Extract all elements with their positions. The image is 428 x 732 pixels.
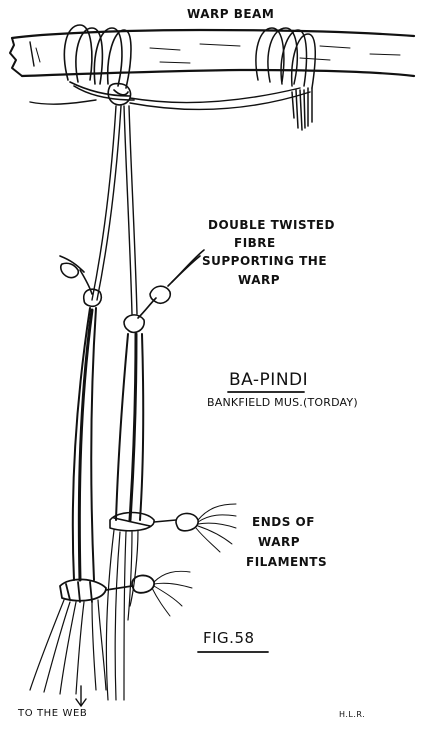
museum-label: BANKFIELD MUS.(TORDAY) [207, 397, 358, 410]
left-beam-lashing [64, 25, 134, 100]
left-long-loop [73, 308, 96, 580]
double-twisted-cords [92, 106, 137, 314]
warp-beam-label: WARP BEAM [187, 7, 274, 21]
drooping-cords [30, 88, 310, 109]
tribe-label: BA-PINDI [229, 370, 308, 390]
double-twisted-line-3: SUPPORTING THE [202, 254, 327, 268]
right-beam-lashing [256, 28, 315, 130]
right-filament-ends [196, 504, 236, 552]
ends-line-3: FILAMENTS [246, 555, 327, 569]
double-twisted-line-1: DOUBLE TWISTED [208, 218, 335, 232]
right-long-loop [116, 334, 143, 520]
warp-beam [10, 30, 414, 76]
left-lower-knot [60, 575, 154, 602]
left-web-strands [30, 600, 106, 694]
left-filament-ends [152, 571, 192, 616]
double-twisted-line-4: WARP [238, 273, 280, 287]
to-web-arrow [76, 686, 86, 706]
right-lower-knot [110, 513, 198, 531]
artist-initials: H.L.R. [339, 710, 365, 719]
figure-number: FIG.58 [203, 630, 255, 648]
ends-line-1: ENDS OF [252, 515, 315, 529]
right-web-strands [106, 530, 138, 700]
to-web-label: TO THE WEB [18, 708, 87, 720]
double-twisted-line-2: FIBRE [234, 236, 276, 250]
ends-line-2: WARP [258, 535, 300, 549]
